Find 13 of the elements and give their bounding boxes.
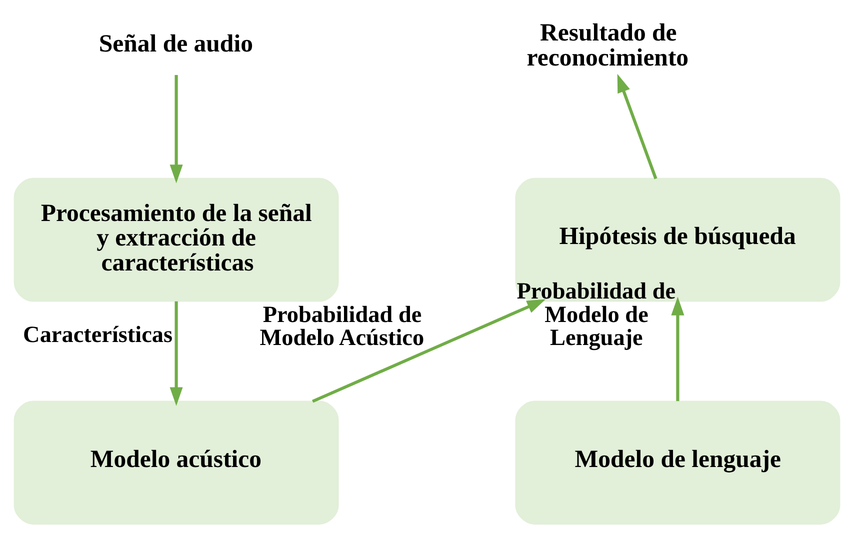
arrow	[312, 298, 546, 402]
node-text: Señal de audio	[98, 30, 253, 57]
arrow	[170, 300, 183, 406]
node-box: Procesamiento de la señal y extracción de características	[14, 177, 339, 302]
edge-label: Probabilidad de Modelo Acústico	[260, 301, 424, 351]
arrow	[617, 73, 658, 179]
node-box: Modelo de lenguaje	[515, 400, 840, 524]
arrow	[671, 296, 684, 401]
node-text: Resultado de reconocimiento	[526, 19, 689, 71]
edge-label: Probabilidad de Modelo de Lenguaje	[516, 278, 676, 350]
edge-label: Características	[23, 322, 173, 348]
node-box: Modelo acústico	[14, 400, 339, 524]
arrow	[170, 74, 183, 183]
